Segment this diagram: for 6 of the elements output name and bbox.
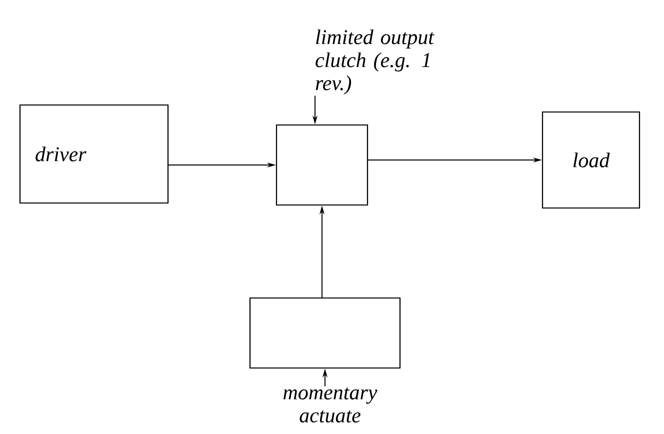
process-box: driver (19, 104, 169, 204)
annotation-text: limited output clutch (e.g. 1 rev.) (316, 29, 434, 95)
annotation-text: momentary actuate (284, 387, 378, 423)
process-box (249, 297, 401, 369)
process-box: load (542, 111, 640, 209)
process-box (276, 124, 368, 206)
